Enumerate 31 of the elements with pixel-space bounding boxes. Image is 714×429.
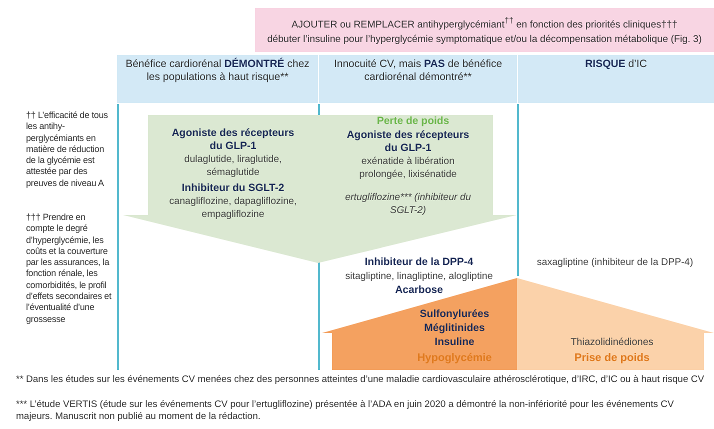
drug-class-heading: Méglitinides	[423, 322, 486, 335]
banner-text: débuter l’insuline pour l’hyperglycémie symptomatique et/ou la décompensation métabolique (Fig. 3)	[267, 33, 702, 48]
header-text: Innocuité CV, mais PAS de bénéfice cardiorénal démontré**	[332, 58, 504, 84]
side-effect-label: Prise de poids	[573, 352, 651, 365]
drug-class-heading: Agoniste des récepteurs du GLP-1	[346, 129, 470, 155]
instruction-banner	[255, 8, 714, 52]
drug-class-heading: Acarbose	[394, 284, 444, 297]
banner-text: AJOUTER ou REMPLACER antihyperglycémiant$^{††}$ en fonction des priorités cliniques†††	[292, 14, 678, 32]
drug-list: ertugliflozine*** (inhibiteur du SGLT-2)	[338, 191, 478, 217]
drug-class-heading: Sulfonylurées	[418, 308, 490, 321]
footnote: *** L’étude VERTIS (étude sur les événements CV pour l’ertugliflozine) présentée à l’ADA en juin 2020 a démontré la non-infériorité pour les événements CV majeurs. Manuscrit non publié au moment de la rédaction.	[16, 399, 675, 423]
weight-loss-label: Perte de poids	[376, 115, 450, 128]
column-header	[117, 55, 318, 103]
drug-class-heading: Insuline	[434, 336, 476, 349]
drug-list: sitagliptine, linagliptine, alogliptine	[321, 270, 517, 283]
drug-class-label: Thiazolidinédiones	[570, 336, 654, 349]
drug-list: canagliflozine, dapagliflozine, empagliflozine	[138, 195, 328, 221]
header-text: Bénéfice cardiorénal DÉMONTRÉ chez les populations à haut risque**	[124, 58, 310, 84]
side-effect-label: Hypoglycémie	[416, 352, 493, 365]
footnote: †† L’efficacité de tous les antihy-perglycémiants en matière de réduction de la glycémie est attestée par des preuves de niveau A	[26, 110, 109, 190]
drug-list: dulaglutide, liraglutide, sémaglutide	[163, 153, 303, 179]
drug-class-heading: Inhibiteur du SGLT-2	[180, 182, 286, 195]
column-header	[518, 55, 714, 103]
header-text: RISQUE d’IC	[584, 58, 648, 71]
column-header	[319, 55, 517, 103]
footnote: ††† Prendre en compte le degré d’hyperglycémie, les coûts et la couverture par les assurances, la fonction rénale, les comorbidités, le profil d’effets secondaires et l’éventualité d’une grossesse	[26, 212, 112, 325]
drug-list: exénatide à libération prolongée, lixisénatide	[338, 155, 478, 181]
footnote: ** Dans les études sur les événements CV menées chez des personnes atteintes d’une maladie cardiovasculaire athérosclérotique, d’IRC, d’IC ou à haut risque CV	[16, 374, 706, 386]
drug-class-heading: Inhibiteur de la DPP-4	[364, 256, 474, 269]
drug-list: saxagliptine (inhibiteur de la DPP-4)	[530, 256, 700, 269]
drug-class-heading: Agoniste des récepteurs du GLP-1	[170, 127, 296, 153]
